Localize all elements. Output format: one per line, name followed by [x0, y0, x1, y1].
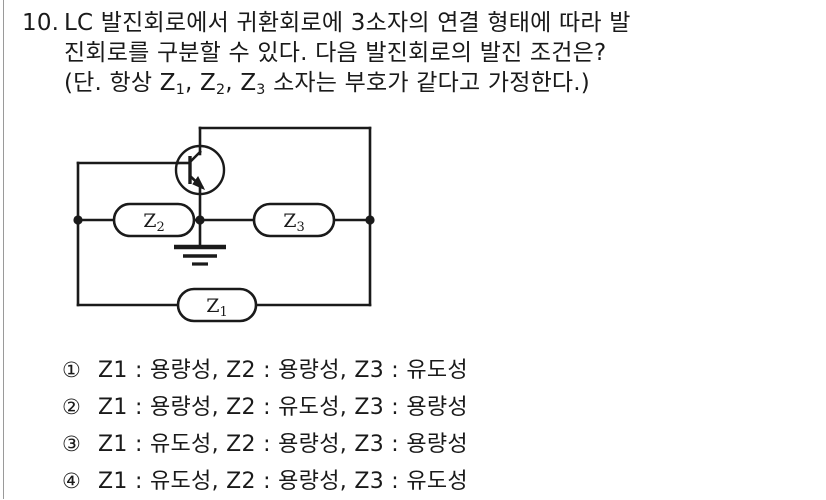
ground-icon	[174, 244, 226, 266]
question-stem: 10. LC 발진회로에서 귀환회로에 3소자의 연결 형태에 따라 발 진회로…	[22, 8, 812, 101]
question-line-1-text: LC 발진회로에서 귀환회로에 3소자의 연결 형태에 따라 발	[64, 10, 631, 36]
choice-option-1[interactable]: ① Z1 : 용량성, Z2 : 용량성, Z3 : 유도성	[62, 352, 802, 389]
node-dot-right	[365, 215, 375, 225]
circuit-svg: Z2 Z3 Z1	[73, 126, 375, 323]
question-line-3-text: (단. 항상 Z1, Z2, Z3 소자는 부호가 같다고 가정한다.)	[64, 68, 812, 101]
question-number: 10.	[22, 10, 60, 36]
question-line-3: (단. 항상 Z1, Z2, Z3 소자는 부호가 같다고 가정한다.)	[22, 68, 812, 101]
choice-option-3[interactable]: ③ Z1 : 유도성, Z2 : 용량성, Z3 : 용량성	[62, 426, 802, 463]
choice-marker-1: ①	[62, 358, 81, 382]
line3-part-b: , Z	[185, 70, 217, 96]
line3-sub-2: 2	[216, 82, 226, 98]
component-z2: Z2	[112, 202, 196, 238]
line3-sub-1: 1	[175, 82, 186, 98]
choice-text-3: Z1 : 유도성, Z2 : 용량성, Z3 : 용량성	[98, 432, 468, 457]
line3-part-d: 소자는 부호가 같다고 가정한다.)	[265, 70, 590, 96]
choice-marker-4: ④	[62, 469, 81, 493]
npn-transistor-icon	[174, 144, 226, 196]
component-z3: Z3	[252, 202, 336, 238]
choice-text-4: Z1 : 유도성, Z2 : 용량성, Z3 : 유도성	[98, 469, 468, 494]
choice-option-2[interactable]: ② Z1 : 용량성, Z2 : 유도성, Z3 : 용량성	[62, 389, 802, 426]
question-line-2: 진회로를 구분할 수 있다. 다음 발진회로의 발진 조건은?	[22, 38, 812, 68]
line3-part-c: , Z	[225, 70, 257, 96]
page-edge-line	[3, 0, 4, 499]
question-line-2-text: 진회로를 구분할 수 있다. 다음 발진회로의 발진 조건은?	[64, 40, 607, 66]
node-dot-center	[195, 215, 205, 225]
choice-text-2: Z1 : 용량성, Z2 : 유도성, Z3 : 용량성	[98, 395, 468, 420]
line3-part-a: (단. 항상 Z	[64, 70, 176, 96]
answer-choices: ① Z1 : 용량성, Z2 : 용량성, Z3 : 유도성 ② Z1 : 용량…	[62, 352, 802, 500]
circuit-diagram: Z2 Z3 Z1	[70, 124, 400, 336]
question-line-1: 10. LC 발진회로에서 귀환회로에 3소자의 연결 형태에 따라 발	[22, 8, 812, 38]
choice-marker-2: ②	[62, 395, 81, 419]
component-z1: Z1	[176, 287, 258, 323]
choice-option-4[interactable]: ④ Z1 : 유도성, Z2 : 용량성, Z3 : 유도성	[62, 463, 802, 500]
node-dot-left	[73, 215, 83, 225]
line3-sub-3: 3	[256, 82, 266, 98]
choice-marker-3: ③	[62, 432, 81, 456]
choice-text-1: Z1 : 용량성, Z2 : 용량성, Z3 : 유도성	[98, 358, 468, 383]
